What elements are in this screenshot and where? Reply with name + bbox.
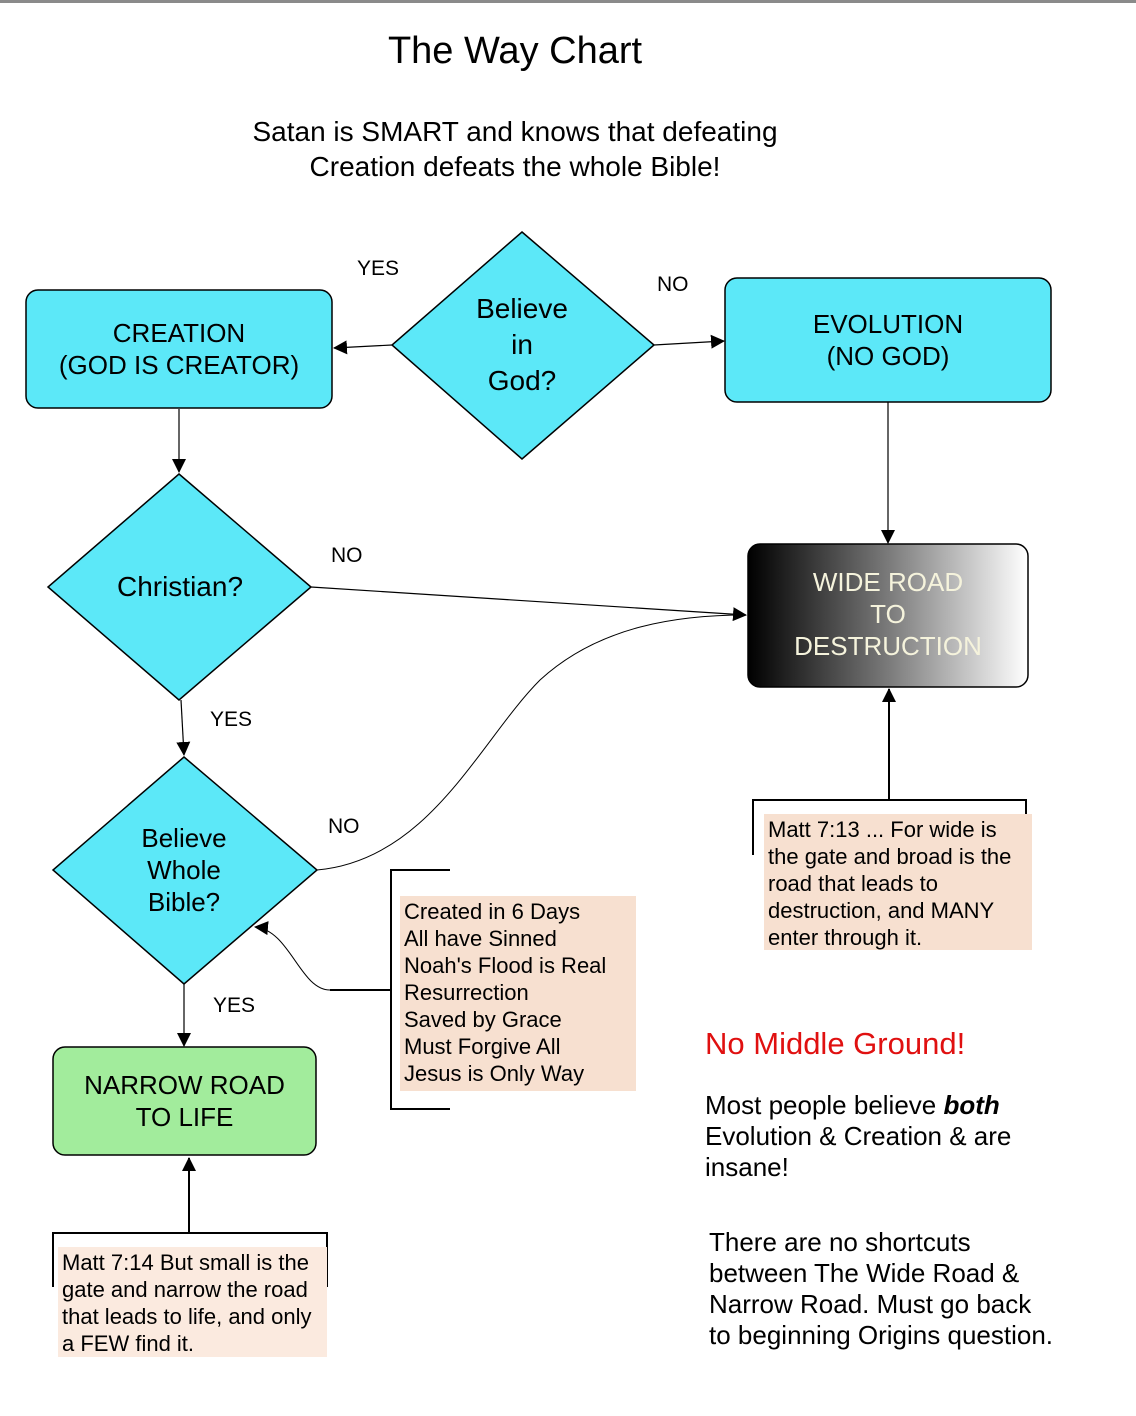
terminal-narrow-road	[52, 1046, 317, 1156]
bible-beliefs-list: Created in 6 Days All have Sinned Noah's…	[404, 898, 632, 1087]
bible-beliefs-note: Created in 6 Days All have Sinned Noah's…	[400, 896, 636, 1091]
edge-label-bible-yes: YES	[213, 994, 256, 1017]
most-people-paragraph: Most people believe both Evolution & Cre…	[705, 1090, 1035, 1183]
belief-item: Noah's Flood is Real	[404, 953, 607, 978]
edge-bible-no	[316, 614, 747, 871]
terminal-wide-road	[747, 543, 1029, 688]
top-border	[0, 0, 1136, 3]
decision-believe-whole-bible	[51, 756, 319, 985]
creation-label: CREATION (GOD IS CREATOR)	[58, 318, 300, 380]
matt-7-13-note: Matt 7:13 ... For wide is the gate and b…	[764, 814, 1032, 950]
christian-label: Christian?	[116, 571, 244, 602]
belief-item: All have Sinned	[404, 926, 557, 951]
believe-whole-bible-label: Believe Whole Bible?	[141, 823, 227, 917]
belief-item: Resurrection	[404, 980, 529, 1005]
decision-believe-in-god	[390, 231, 656, 460]
edge-label-christian-yes: YES	[210, 708, 253, 731]
belief-item: Jesus is Only Way	[404, 1061, 585, 1086]
edge-christian-yes	[176, 699, 191, 756]
belief-item: Saved by Grace	[404, 1007, 562, 1032]
wide-road-label: WIDE ROAD TO DESTRUCTION	[794, 566, 982, 661]
edge-christian-no	[310, 586, 747, 622]
edge-label-god-no: NO	[657, 273, 689, 296]
bracket-matt714	[52, 1232, 328, 1287]
subtitle-line-2: Creation defeats the whole Bible!	[309, 151, 721, 182]
page-title: The Way Chart	[387, 30, 643, 72]
process-creation	[25, 289, 333, 409]
no-shortcuts-paragraph: There are no shortcuts between The Wide …	[709, 1227, 1054, 1350]
decision-christian	[46, 473, 313, 701]
evolution-label: EVOLUTION (NO GOD)	[812, 309, 964, 371]
no-middle-ground-heading: No Middle Ground!	[705, 1026, 966, 1061]
edge-label-bible-no: NO	[328, 815, 360, 838]
edge-god-yes	[333, 340, 393, 355]
belief-item: Created in 6 Days	[404, 899, 581, 924]
edge-god-no	[653, 334, 725, 349]
subtitle-line-1: Satan is SMART and knows that defeating	[252, 116, 778, 147]
edge-beliefs-to-bible	[254, 921, 331, 991]
most-people-text-end: Evolution & Creation & are insane!	[705, 1121, 1012, 1182]
edge-label-christian-no: NO	[331, 544, 363, 567]
emphasis-both: both	[943, 1090, 1000, 1120]
process-evolution	[724, 277, 1052, 403]
subtitle: Satan is SMART and knows that defeating …	[0, 114, 1030, 184]
most-people-text: Most people believe	[705, 1090, 944, 1120]
believe-in-god-label: Believe in God?	[476, 293, 568, 396]
narrow-road-label: NARROW ROAD TO LIFE	[84, 1070, 285, 1132]
belief-item: Must Forgive All	[404, 1034, 561, 1059]
bracket-beliefs	[390, 869, 450, 1110]
matt-7-14-note: Matt 7:14 But small is the gate and narr…	[58, 1247, 327, 1357]
edge-label-god-yes: YES	[357, 257, 400, 280]
